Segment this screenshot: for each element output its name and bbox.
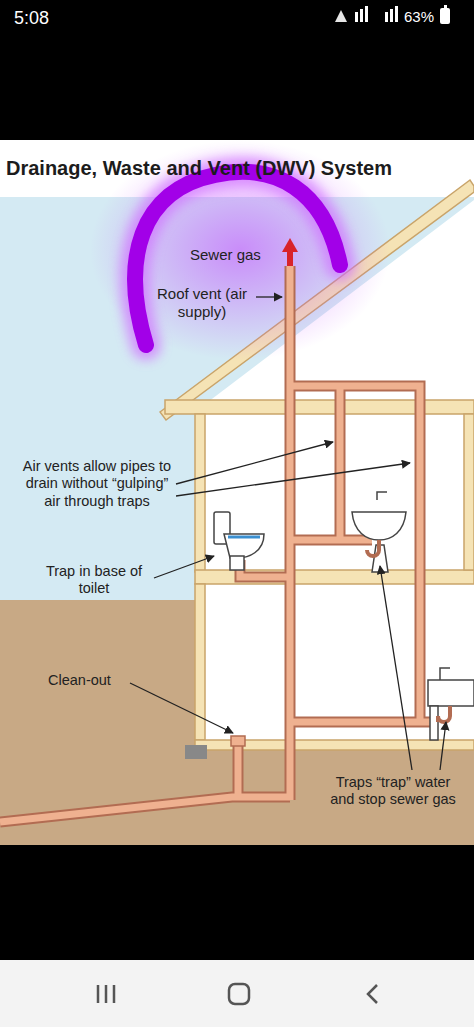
callout-text: Clean-out: [48, 672, 130, 689]
toilet: [214, 512, 264, 570]
nav-icons: [98, 984, 377, 1004]
diagram-title: Drainage, Waste and Vent (DWV) System: [6, 156, 468, 180]
leader-lines: [130, 297, 446, 770]
battery-level: 63%: [404, 8, 438, 26]
pipes: [0, 266, 436, 822]
bottom-black: [0, 845, 474, 960]
sewer-gas-head: [282, 238, 298, 252]
callout-text: Traps “trap” water and stop sewer gas: [322, 774, 464, 809]
status-area: [0, 0, 474, 140]
cleanout-cap: [231, 736, 245, 746]
callout-text: Sewer gas: [190, 246, 280, 264]
nav-bar: [0, 960, 474, 1027]
callout-text: Roof vent (air supply): [150, 285, 254, 321]
callout-text: Trap in base of toilet: [34, 563, 154, 598]
status-time: 5:08: [14, 8, 74, 30]
footing: [185, 745, 207, 759]
laundry-sink: [428, 668, 474, 740]
bathroom-sink: [352, 492, 406, 572]
pipe-outline: [0, 266, 436, 822]
scribble-halo: [135, 172, 340, 345]
sewer-gas-arrow: [287, 250, 293, 266]
purple-scribble: [135, 172, 340, 345]
callout-text: Air vents allow pipes to drain without “…: [18, 458, 176, 510]
